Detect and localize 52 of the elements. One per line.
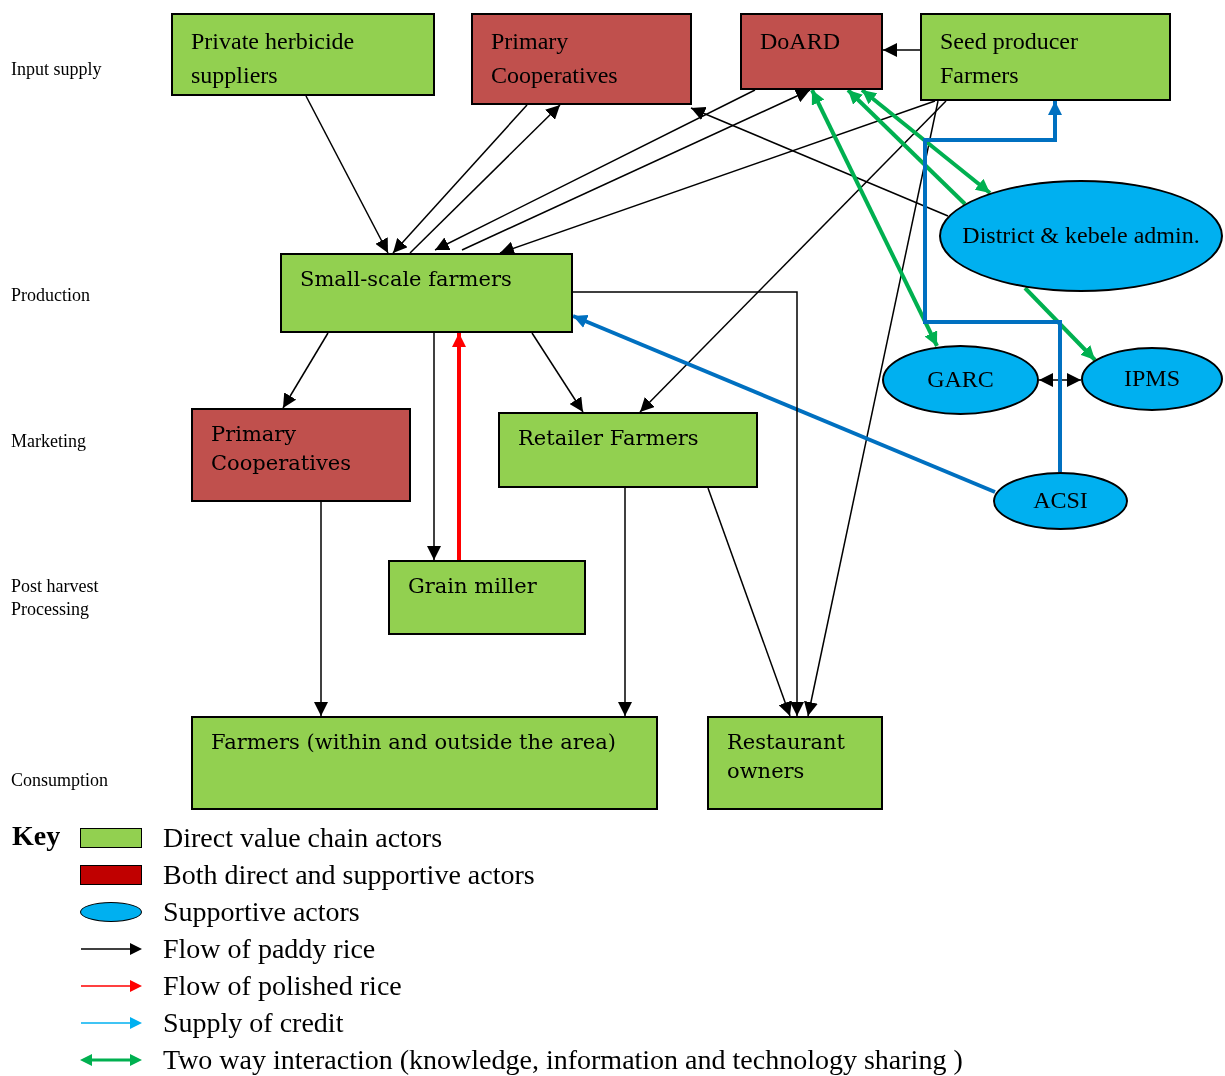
arrow	[531, 332, 584, 413]
arrow	[427, 332, 441, 561]
legend-text: Flow of polished rice	[163, 972, 402, 1000]
legend-text: Supportive actors	[163, 898, 360, 926]
arrow	[707, 487, 792, 717]
stage-label: Input supply	[11, 58, 103, 81]
actor-box: Small-scale farmers	[280, 253, 573, 333]
arrow	[461, 89, 811, 251]
arrow	[314, 501, 328, 717]
arrow	[572, 314, 996, 494]
arrow	[1023, 286, 1097, 362]
legend-title: Key	[12, 820, 61, 852]
arrow	[639, 100, 947, 413]
arrow	[690, 106, 949, 217]
actor-ellipse: District & kebele admin.	[939, 180, 1223, 292]
arrow	[392, 104, 528, 254]
arrow	[282, 332, 329, 409]
actor-box: DoARD	[740, 13, 883, 90]
arrow	[452, 333, 466, 560]
actor-box: Restaurant owners	[707, 716, 883, 810]
actor-ellipse: IPMS	[1081, 347, 1223, 411]
legend-text: Supply of credit	[163, 1009, 344, 1037]
actor-box: Private herbicide suppliers	[171, 13, 435, 96]
stage-label: Marketing	[11, 430, 87, 453]
legend-text: Two way interaction (knowledge, information and technology sharing )	[163, 1046, 963, 1074]
legend-text: Direct value chain actors	[163, 824, 443, 852]
arrow	[499, 100, 936, 255]
legend-text: Both direct and supportive actors	[163, 861, 535, 889]
actor-box: Primary Cooperatives	[471, 13, 692, 105]
stage-label: Post harvest Processing	[11, 575, 100, 622]
actor-ellipse: ACSI	[993, 472, 1128, 530]
arrow	[305, 95, 389, 254]
stage-label: Consumption	[11, 769, 109, 792]
stage-label: Production	[11, 284, 91, 307]
arrow	[846, 88, 967, 206]
actor-box: Farmers (within and outside the area)	[191, 716, 658, 810]
arrow	[572, 291, 804, 717]
actor-box: Primary Cooperatives	[191, 408, 411, 502]
actor-ellipse: GARC	[882, 345, 1039, 415]
arrow	[434, 89, 756, 251]
arrow	[810, 89, 939, 347]
arrow	[923, 101, 1062, 472]
arrow	[860, 88, 992, 195]
legend-text: Flow of paddy rice	[163, 935, 376, 963]
arrow	[882, 43, 921, 57]
actor-box: Seed producer Farmers	[920, 13, 1171, 101]
actor-box: Grain miller	[388, 560, 586, 635]
arrow	[409, 104, 561, 254]
arrow	[1038, 373, 1082, 387]
arrow	[804, 100, 939, 717]
arrow	[618, 487, 632, 717]
actor-box: Retailer Farmers	[498, 412, 758, 488]
